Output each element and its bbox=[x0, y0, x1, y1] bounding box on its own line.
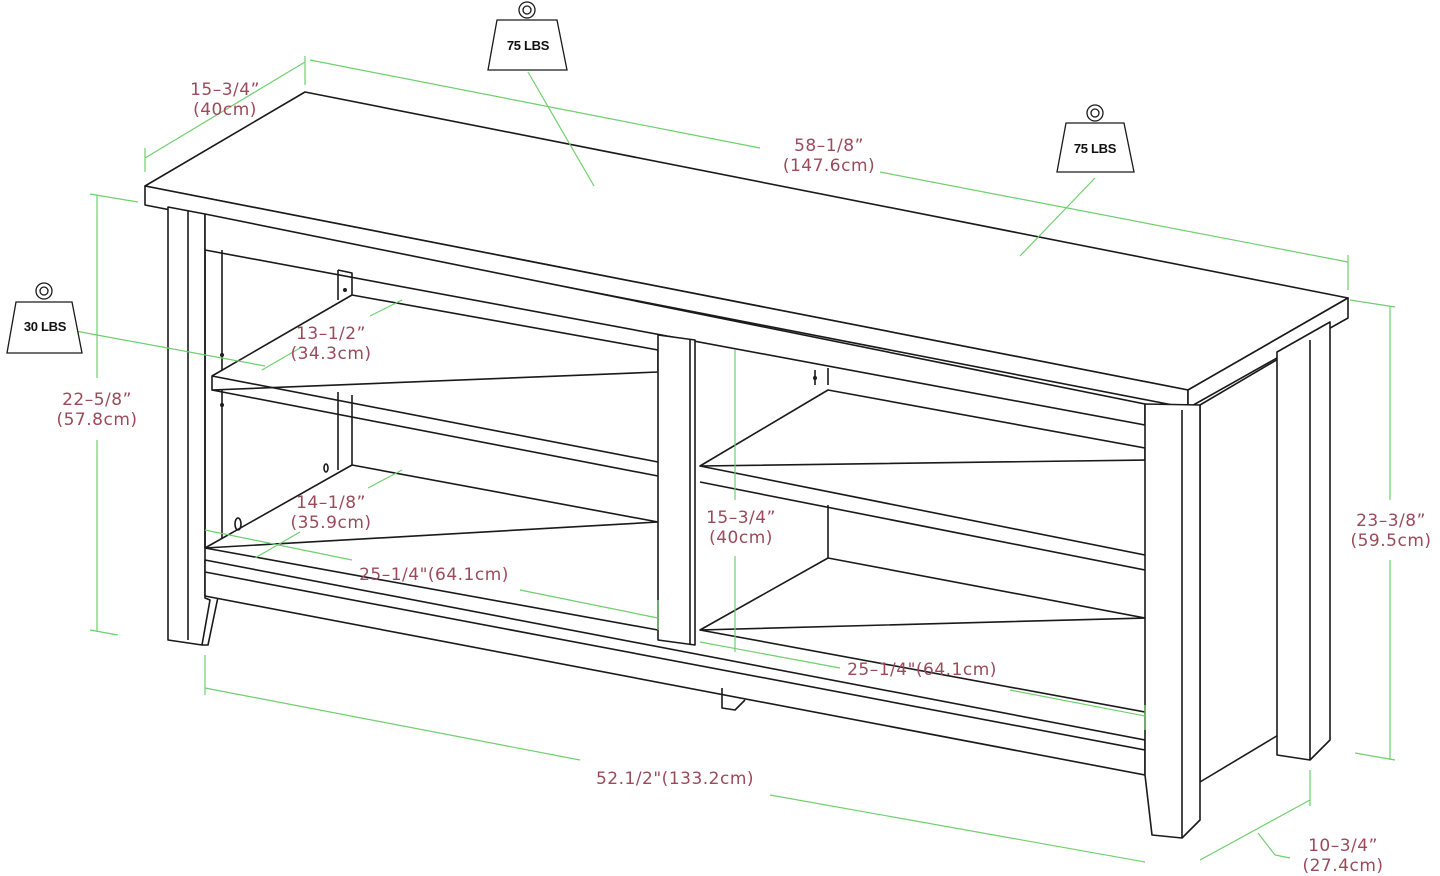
center-divider bbox=[658, 335, 695, 645]
dim-imperial: 22–5/8” bbox=[62, 390, 132, 410]
dim-metric: (59.5cm) bbox=[1350, 531, 1432, 551]
dim-metric: (35.9cm) bbox=[290, 513, 372, 533]
dim-metric: (40cm) bbox=[709, 528, 773, 548]
dim-bay-height: 15–3/4” (40cm) bbox=[686, 508, 796, 548]
dim-metric: (34.3cm) bbox=[290, 344, 372, 364]
dim-imperial: 10–3/4” bbox=[1308, 836, 1378, 856]
dim-lower-shelf-depth: 14–1/8” (35.9cm) bbox=[276, 493, 386, 533]
dim-imperial: 58–1/8” bbox=[794, 136, 864, 156]
dim-metric: (27.4cm) bbox=[1302, 856, 1384, 876]
left-front-leg bbox=[168, 207, 210, 645]
dim-overall-height: 23–3/8” (59.5cm) bbox=[1336, 511, 1440, 551]
dim-imperial: 15–3/4” bbox=[706, 508, 776, 528]
dim-metric: (147.6cm) bbox=[782, 156, 876, 176]
dim-top-depth: 15–3/4” (40cm) bbox=[170, 80, 280, 120]
top-slab-side-edge bbox=[1188, 298, 1348, 408]
dim-imperial: 23–3/8” bbox=[1356, 511, 1426, 531]
weight-icon bbox=[7, 282, 82, 353]
weight-icon bbox=[488, 1, 567, 70]
dim-left-height: 22–5/8” (57.8cm) bbox=[42, 390, 152, 430]
dim-metric: (40cm) bbox=[193, 100, 257, 120]
dim-right-bay-width: 25–1/4"(64.1cm) bbox=[847, 660, 997, 680]
dim-base-width: 52.1/2"(133.2cm) bbox=[595, 769, 755, 789]
dim-imperial: 13–1/2” bbox=[296, 324, 366, 344]
right-back-leg bbox=[1277, 322, 1330, 760]
dim-base-depth: 10–3/4” (27.4cm) bbox=[1288, 836, 1398, 876]
dim-top-width: 58–1/8” (147.6cm) bbox=[770, 136, 888, 176]
weight-label-top-left: 75 LBS bbox=[506, 38, 550, 53]
dim-imperial: 15–3/4” bbox=[190, 80, 260, 100]
lower-right-shelf bbox=[700, 558, 1145, 630]
weight-label-top-right: 75 LBS bbox=[1073, 141, 1117, 156]
lower-left-shelf bbox=[205, 465, 658, 548]
dimension-lines bbox=[70, 56, 1395, 862]
weight-label-shelf: 30 LBS bbox=[23, 319, 67, 334]
dim-upper-shelf-depth: 13–1/2” (34.3cm) bbox=[276, 324, 386, 364]
tv-stand-outline bbox=[145, 92, 1348, 838]
right-front-leg bbox=[1145, 404, 1200, 838]
weight-icon bbox=[1057, 104, 1134, 172]
dim-imperial: 14–1/8” bbox=[296, 493, 366, 513]
dim-metric: (57.8cm) bbox=[56, 410, 138, 430]
dim-left-bay-width: 25–1/4"(64.1cm) bbox=[359, 565, 509, 585]
